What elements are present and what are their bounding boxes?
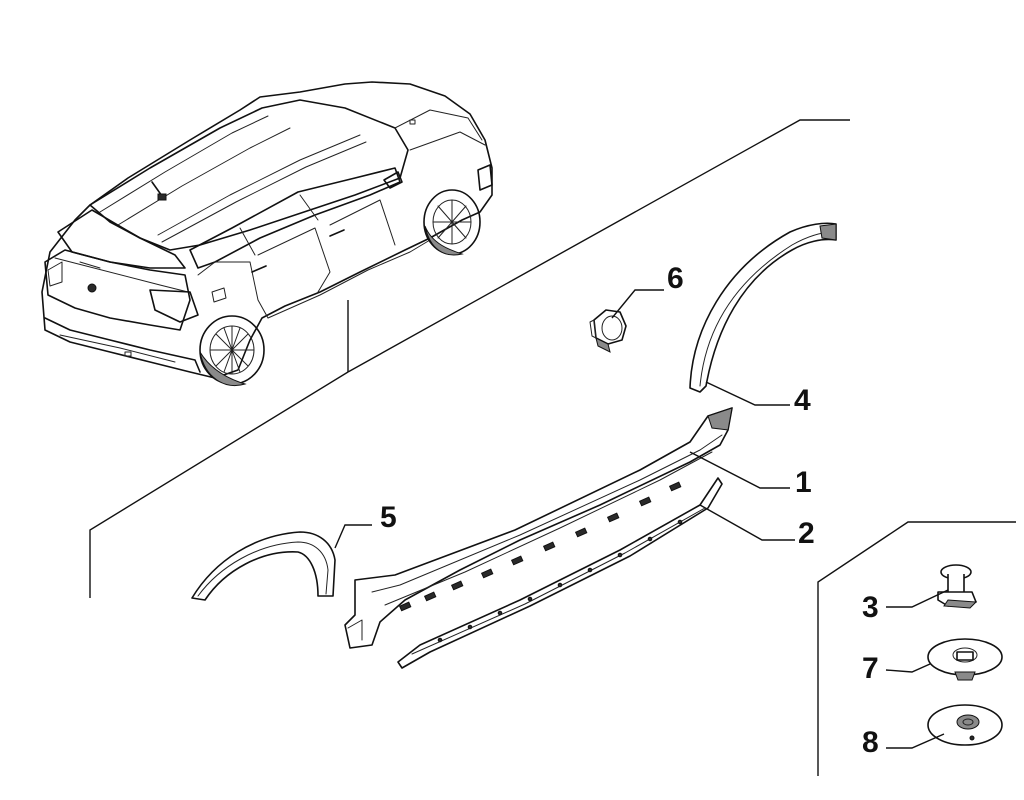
callout-3: 3 — [862, 591, 879, 624]
callout-8: 8 — [862, 726, 879, 759]
callout-numbers: 1 2 3 4 5 6 7 8 — [380, 262, 879, 759]
frame-lines — [89, 119, 1016, 776]
part-1-side-skirt — [344, 407, 733, 649]
callout-7: 7 — [862, 652, 879, 685]
callout-6: 6 — [667, 262, 684, 295]
callout-4: 4 — [794, 384, 811, 417]
part-6-clip — [589, 309, 627, 353]
callout-2: 2 — [798, 517, 815, 550]
part-4-front-arch-molding — [689, 222, 837, 393]
part-2-trim-strip — [397, 477, 723, 669]
car-illustration — [41, 81, 493, 386]
callout-5: 5 — [380, 501, 397, 534]
part-8-speed-nut — [927, 704, 1003, 746]
callout-1: 1 — [795, 466, 812, 499]
part-3-push-pin — [937, 564, 978, 609]
part-5-rear-arch-molding — [191, 531, 336, 601]
leader-lines — [334, 289, 949, 749]
part-7-washer-clip — [927, 638, 1003, 681]
